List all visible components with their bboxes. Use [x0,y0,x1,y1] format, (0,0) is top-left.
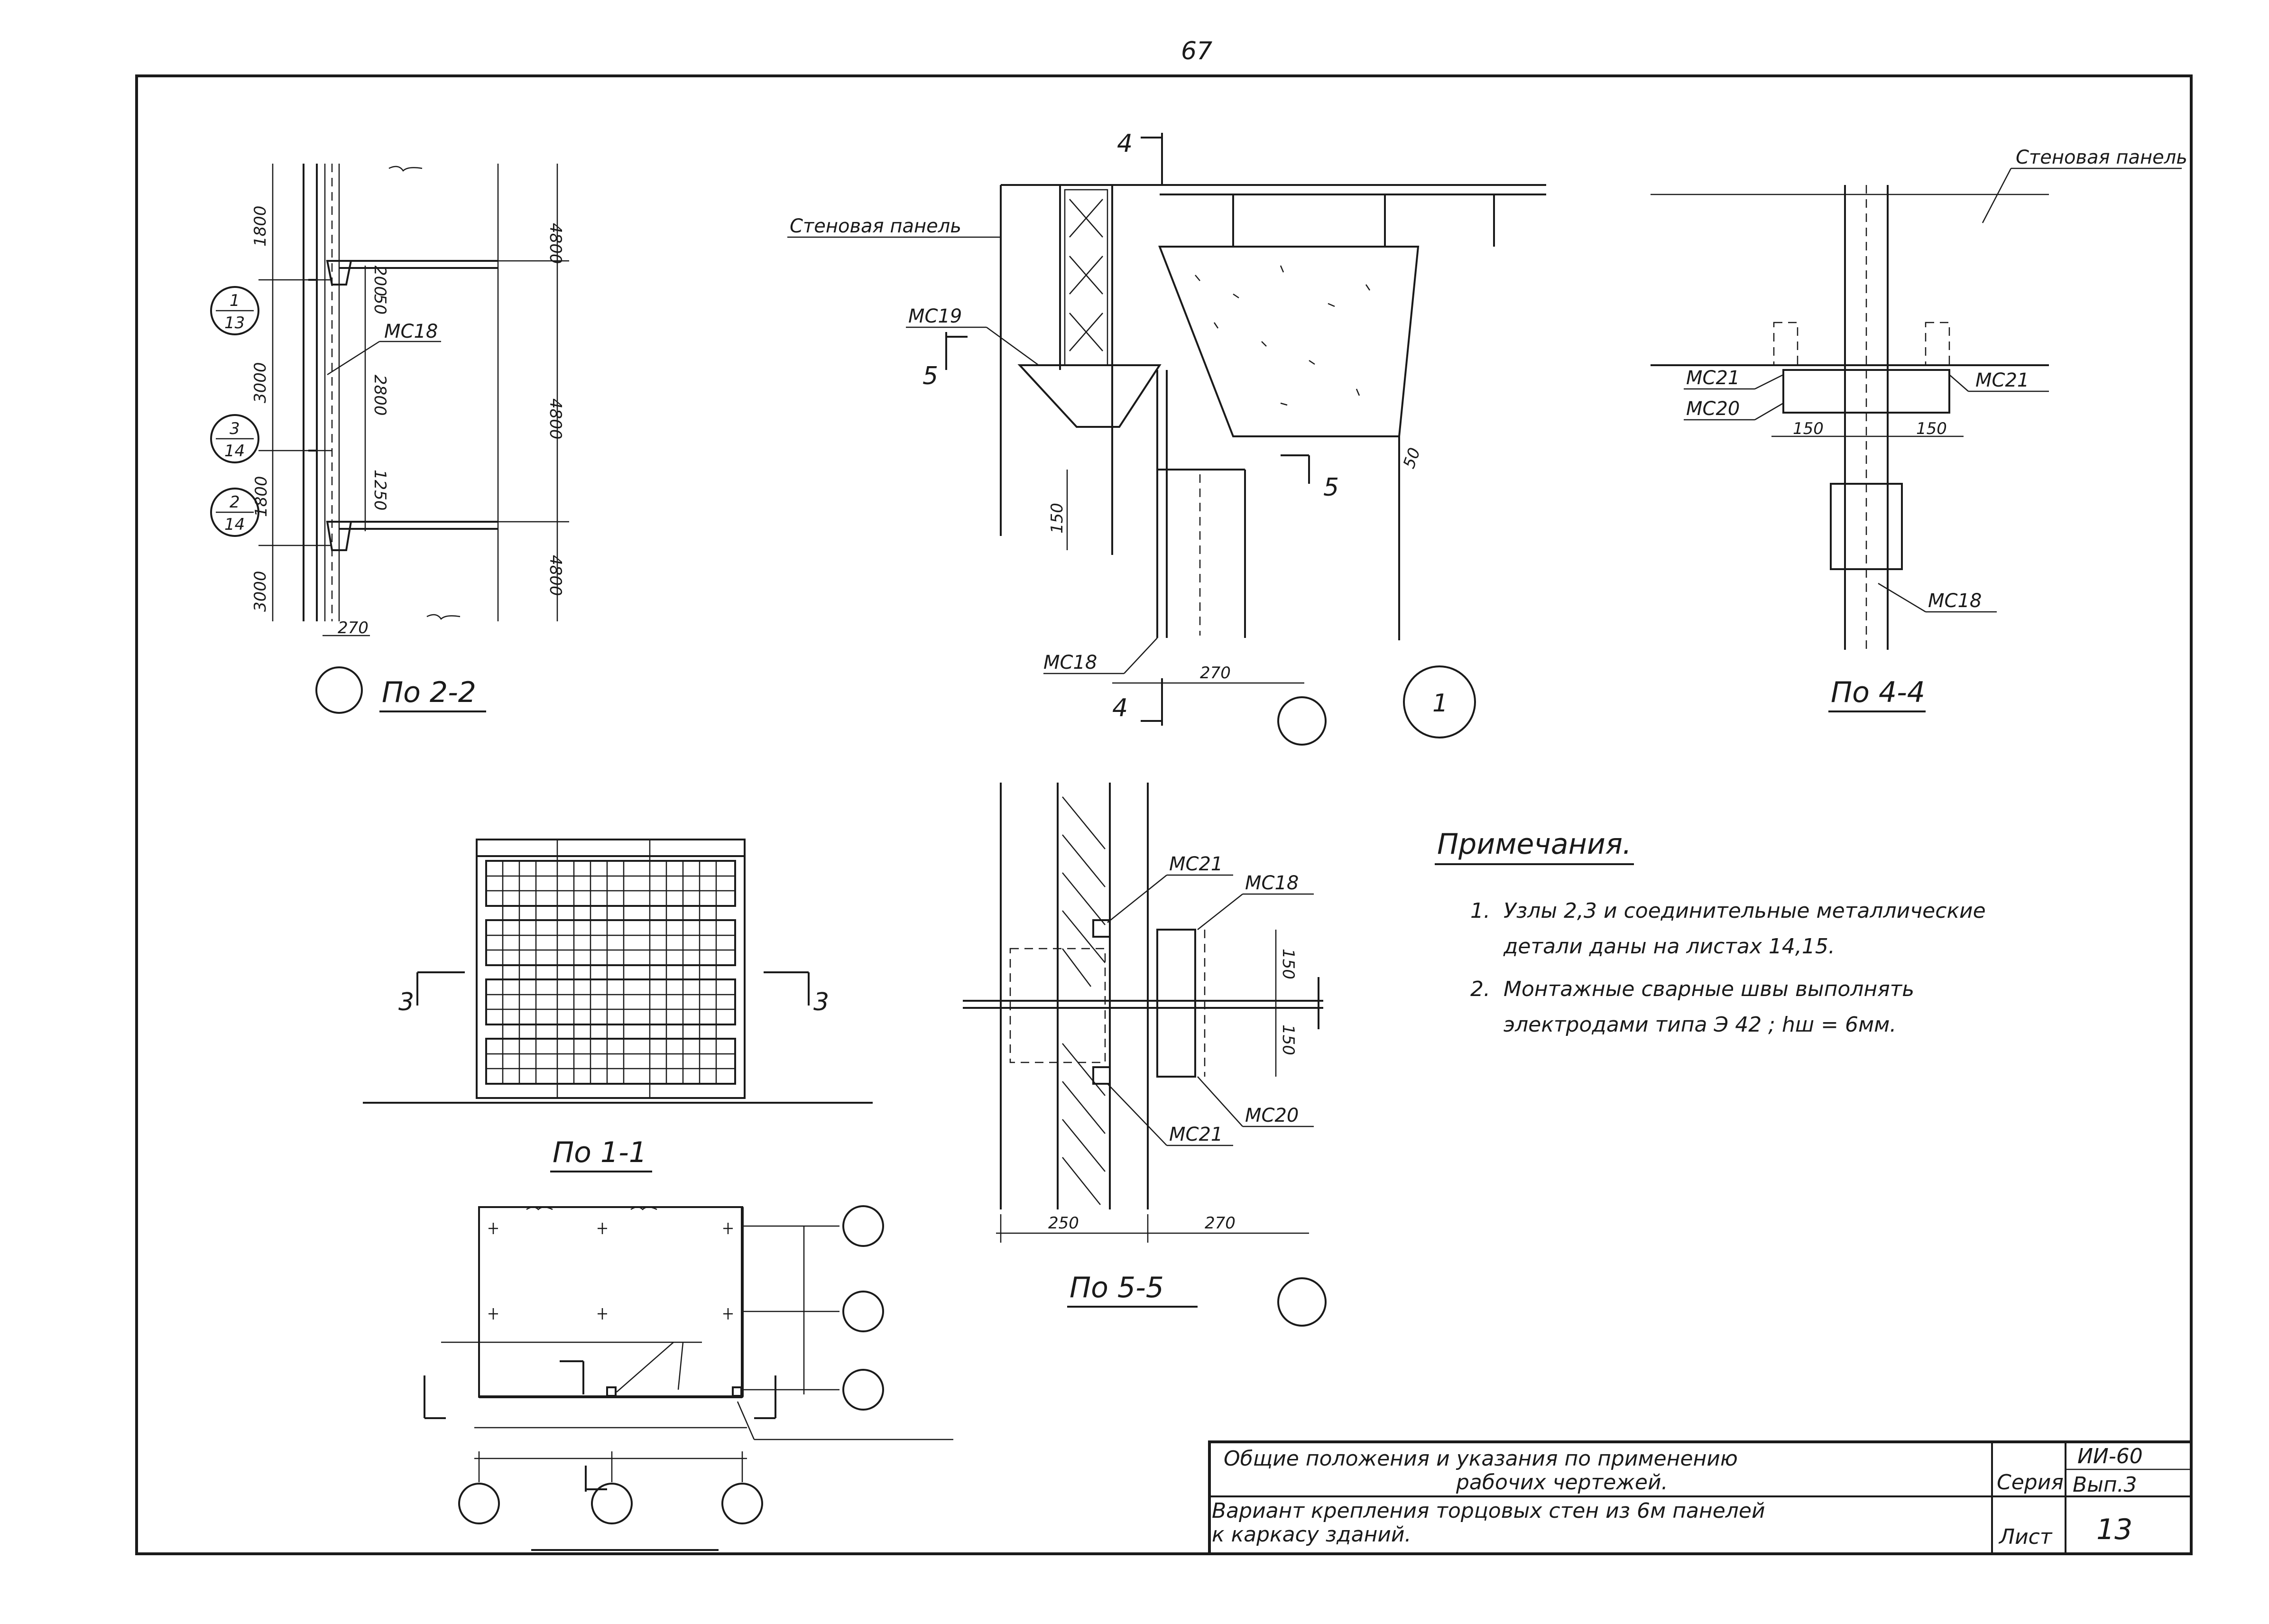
view-node-1: 4 4 5 5 Стеновая панель МС19 МС18 150 50… [787,129,1546,746]
dim-left-3000-b: 3000 [251,571,270,612]
dim-inner-50: 50 [370,294,389,314]
view-4-4: 150 150 Стеновая панель МС21 МС20 МС21 М… [1651,147,2187,712]
plan-posts [489,1223,742,1397]
svg-text:3: 3 [230,419,240,438]
axis-circle-node-1 [1277,696,1327,746]
view-1-1: 3 3 По 1-1 [363,839,873,1172]
section-4-bottom: 4 [1112,694,1128,722]
subtitle-line-1: Вариант крепления торцовых стен из 6м па… [1212,1499,1765,1523]
sheet-frame [135,74,2193,1555]
dim-left-150-view-4-4: 150 [1793,419,1824,438]
label-wall-panel-view-4-4: Стеновая панель [2016,147,2187,168]
axis-b-circle [591,1483,633,1524]
label-mc18-view-4-4: МС18 [1928,590,1982,612]
dim-150-bottom-view-5-5: 150 [1279,1024,1298,1055]
title-view-2-2: По 2-2 [382,676,476,709]
label-mc21-left: МС21 [1686,367,1740,389]
section-4-top: 4 [1117,129,1133,158]
callout-2-14: 2 14 [210,488,259,537]
dim-right-4800-b: 4800 [546,398,565,440]
node-number: 1 [1432,689,1448,718]
sheet-top-mark: 67 [1181,37,1212,65]
label-mc18-view-2-2: МС18 [384,321,438,342]
svg-text:1: 1 [230,291,240,310]
label-mc21-top: МС21 [1169,853,1223,875]
label-mc20: МС20 [1686,398,1740,420]
label-mc21-right: МС21 [1975,369,2029,391]
axis-v-circle [458,1483,500,1524]
svg-text:14: 14 [224,515,245,534]
note-2-number: 2. [1470,977,1490,1001]
axis-3-circle [842,1205,884,1247]
axis-1-circle [842,1369,884,1411]
series-value: ИИ-60 [2077,1444,2143,1468]
title-block: Общие положения и указания по применению… [1208,1440,2193,1555]
section-5-right: 5 [1323,473,1339,502]
node-number-circle [1403,665,1476,738]
facade-window-bands [485,860,736,1085]
dim-150-top-view-5-5: 150 [1279,949,1298,979]
notes-heading: Примечания. [1437,828,1632,861]
sheet-number: 13 [2096,1513,2132,1546]
view-5-5: МС21 МС18 МС21 МС20 150 150 250 270 По 5… [963,783,1327,1327]
sheet-label: Лист [1998,1525,2053,1549]
dim-270-node-1: 270 [1200,664,1231,683]
notes-block: Примечания. 1. Узлы 2,3 и соединительные… [1435,828,1986,1037]
dim-right-4800-c: 4800 [546,555,565,596]
callout-1-13: 1 13 [210,286,259,335]
note-1-line-1: Узлы 2,3 и соединительные металлические [1503,899,1986,923]
axis-circle-view-5-5 [1277,1277,1327,1327]
section-3-right: 3 [813,988,829,1016]
axis-a-circle [721,1483,763,1524]
section-5-left: 5 [922,362,938,390]
dim-inner-1250: 1250 [370,470,389,511]
svg-text:2: 2 [230,493,240,512]
series-label: Серия [1997,1470,2064,1495]
issue-value: Вып.3 [2073,1473,2137,1497]
view-2-2: 1800 3000 1800 3000 4800 4800 4800 200 5… [210,164,569,714]
title-view-5-5: По 5-5 [1070,1271,1164,1304]
dim-left-3000-a: 3000 [251,362,270,403]
label-mc20-view-5-5: МС20 [1245,1105,1299,1126]
dim-left-1800-a: 1800 [251,205,270,247]
dim-250-view-5-5: 250 [1048,1214,1079,1233]
note-1-number: 1. [1470,899,1490,923]
note-2-line-1: Монтажные сварные швы выполнять [1503,977,1914,1001]
callout-3-14: 3 14 [210,414,259,463]
label-wall-panel-node-1: Стеновая панель [790,215,961,237]
svg-text:14: 14 [224,442,245,461]
dim-270-view-5-5: 270 [1205,1214,1236,1233]
title-view-4-4: По 4-4 [1831,676,1925,709]
axis-2-circle [842,1291,884,1332]
svg-text:13: 13 [224,314,245,332]
plan-3-3 [424,1205,953,1551]
title-line-1: Общие положения и указания по применению [1224,1447,1738,1471]
dim-50-node-1: 50 [1400,445,1424,471]
dim-150-node-1: 150 [1048,503,1067,534]
dim-bottom-270: 270 [338,618,369,637]
note-1-line-2: детали даны на листах 14,15. [1503,934,1835,959]
label-mc18-view-5-5: МС18 [1245,872,1299,894]
dim-right-4800-a: 4800 [546,223,565,264]
label-mc18-node-1: МС18 [1043,652,1097,674]
title-view-1-1: По 1-1 [553,1136,647,1169]
section-3-left: 3 [398,988,414,1016]
axis-circle-view-2-2 [315,666,363,714]
label-mc21-bottom: МС21 [1169,1124,1223,1145]
dim-inner-2800: 2800 [370,375,389,416]
note-2-line-2: электродами типа Э 42 ; hш = 6мм. [1503,1013,1896,1037]
dim-right-150-view-4-4: 150 [1916,419,1947,438]
dim-inner-200: 200 [370,266,389,296]
label-mc19: МС19 [908,305,962,327]
subtitle-line-2: к каркасу зданий. [1212,1522,1411,1547]
dim-left-1800-b: 1800 [252,476,271,517]
title-line-2: рабочих чертежей. [1456,1470,1668,1495]
